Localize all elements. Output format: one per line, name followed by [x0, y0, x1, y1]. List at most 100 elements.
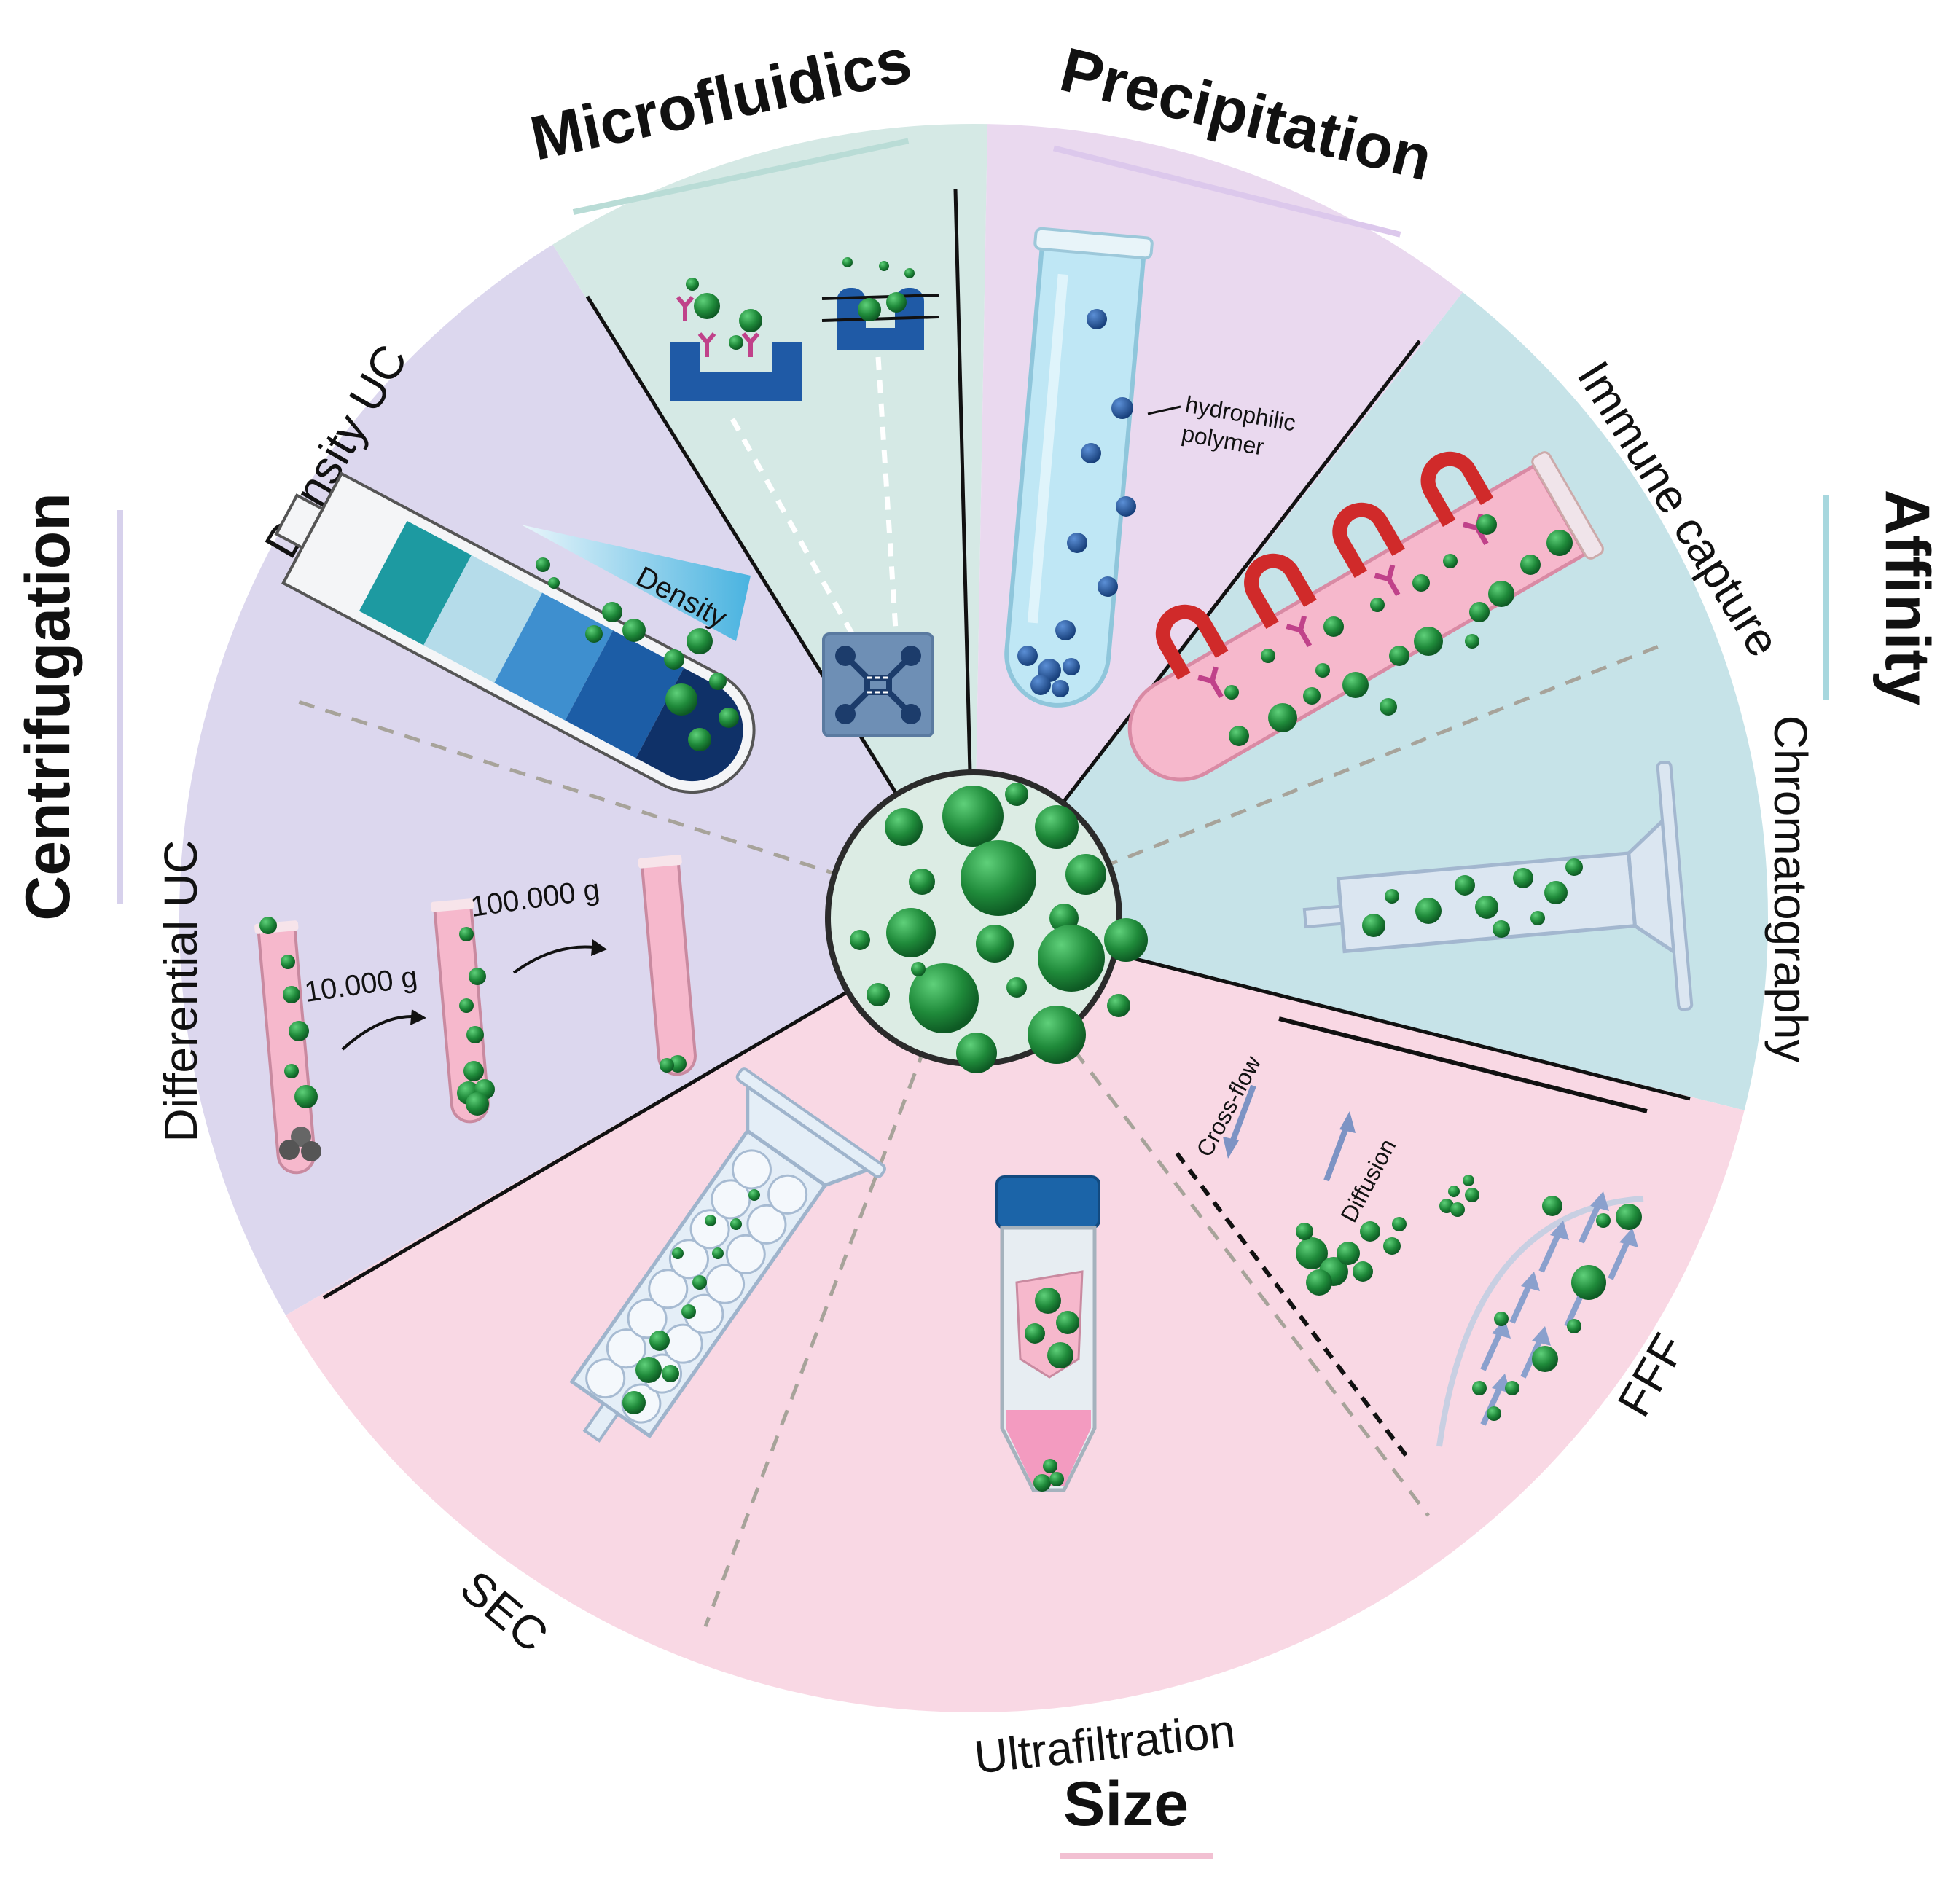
magnet-icon — [1244, 553, 1317, 630]
vesicle — [1296, 1223, 1313, 1240]
vesicle — [1229, 726, 1249, 746]
sec-illustration — [569, 1067, 886, 1443]
vesicle — [1047, 1342, 1073, 1368]
vesicle — [672, 1247, 684, 1259]
vesicle — [459, 998, 474, 1013]
vesicle — [1385, 889, 1399, 904]
vesicle — [1494, 1312, 1509, 1326]
vesicle — [289, 1021, 309, 1041]
vesicle — [585, 625, 603, 643]
vesicle — [705, 1215, 716, 1226]
vesicle — [1469, 602, 1490, 622]
vesicle — [1268, 703, 1297, 732]
vesicle — [886, 908, 936, 957]
fff-flow-arrowhead — [1619, 1228, 1638, 1247]
label-chromatography: Chromatography — [1764, 716, 1817, 1063]
polymer-particle — [1017, 646, 1038, 666]
vesicle — [976, 925, 1014, 963]
title-centrifugation: Centrifugation — [13, 493, 83, 921]
vesicle — [1544, 881, 1568, 904]
vesicle — [911, 962, 926, 976]
center-vesicle-circle — [825, 769, 1148, 1073]
vesicle — [1472, 1381, 1487, 1395]
precipitation-tube — [1004, 227, 1154, 708]
vesicle — [1028, 1006, 1086, 1064]
vesicle — [1370, 598, 1385, 612]
fff-flow-arrow — [1480, 1383, 1504, 1426]
antibody-icon — [1197, 666, 1224, 699]
magnet-icon — [1155, 604, 1229, 681]
vesicle — [1323, 616, 1344, 637]
vesicle — [1616, 1204, 1642, 1230]
fff-upper-wall — [1278, 1016, 1648, 1113]
vesicle — [649, 1331, 670, 1351]
vesicle — [1005, 783, 1028, 806]
vesicle — [284, 1064, 299, 1078]
sec-bead — [731, 1149, 772, 1190]
density-gradient-wedge — [521, 525, 751, 641]
vesicle — [1362, 914, 1385, 937]
vesicle — [1337, 1242, 1360, 1265]
vesicle — [1542, 1196, 1562, 1216]
polymer-particle — [1111, 397, 1133, 419]
vesicle — [1303, 687, 1321, 705]
polymer-particle — [1063, 658, 1080, 675]
vesicle — [712, 1247, 724, 1259]
magnet-icon — [1332, 502, 1405, 579]
chromatography-illustration — [1302, 761, 1694, 1011]
vesicle — [709, 673, 727, 690]
vesicle — [1038, 925, 1105, 992]
vesicle — [1530, 911, 1545, 925]
vesicle — [1006, 977, 1027, 998]
vesicle — [1383, 1237, 1401, 1255]
fff-membrane — [1175, 1152, 1412, 1462]
vesicle — [1567, 1319, 1581, 1333]
falcon-cap — [995, 1175, 1100, 1229]
microfluidic-chip-pillars — [821, 257, 939, 350]
vesicle — [692, 1275, 707, 1290]
polymer-particle — [1081, 443, 1101, 463]
microfluidic-chip-well — [670, 278, 802, 401]
vesicle — [662, 1365, 679, 1382]
title-underline — [1052, 145, 1401, 238]
vesicle — [1033, 1474, 1051, 1492]
vesicle — [281, 955, 295, 969]
vesicle — [1475, 896, 1498, 919]
diffusion-arrow — [1323, 1124, 1350, 1182]
vesicle — [1571, 1265, 1606, 1300]
vesicle — [681, 1304, 696, 1319]
vesicle — [687, 628, 713, 654]
polymer-particle — [1055, 620, 1076, 640]
vesicle — [469, 968, 486, 985]
vesicle — [1065, 854, 1106, 895]
vesicle — [1035, 805, 1079, 849]
vesicle — [1488, 581, 1514, 607]
vesicle — [1043, 1459, 1057, 1473]
vesicle — [719, 708, 739, 728]
vesicle — [1565, 858, 1583, 876]
fff-flow-arrow — [1579, 1201, 1603, 1244]
vesicle — [1415, 898, 1442, 924]
vesicle — [635, 1357, 662, 1383]
vesicle — [850, 930, 870, 950]
vesicle — [909, 869, 935, 895]
polymer-particle — [1087, 309, 1107, 329]
precipitation-illustration: hydrophilic polymer — [1004, 227, 1298, 708]
vesicle — [1465, 634, 1479, 649]
vesicle — [660, 1058, 674, 1073]
polymer-particle — [1067, 533, 1087, 553]
label-differential-uc: Differential UC — [154, 840, 207, 1143]
vesicle — [1412, 574, 1430, 592]
fff-flow-arrowhead — [1590, 1191, 1609, 1211]
vesicle — [688, 728, 711, 751]
vesicle — [1107, 994, 1130, 1017]
polymer-particle — [1052, 680, 1069, 697]
vesicle — [548, 577, 560, 589]
vesicle — [283, 986, 300, 1003]
polymer-pointer — [1147, 405, 1181, 415]
vesicle — [885, 808, 923, 846]
vesicle — [1025, 1323, 1045, 1344]
title-affinity: Affinity — [1872, 490, 1942, 705]
vesicle — [1306, 1269, 1332, 1296]
vesicle — [1448, 1186, 1460, 1197]
